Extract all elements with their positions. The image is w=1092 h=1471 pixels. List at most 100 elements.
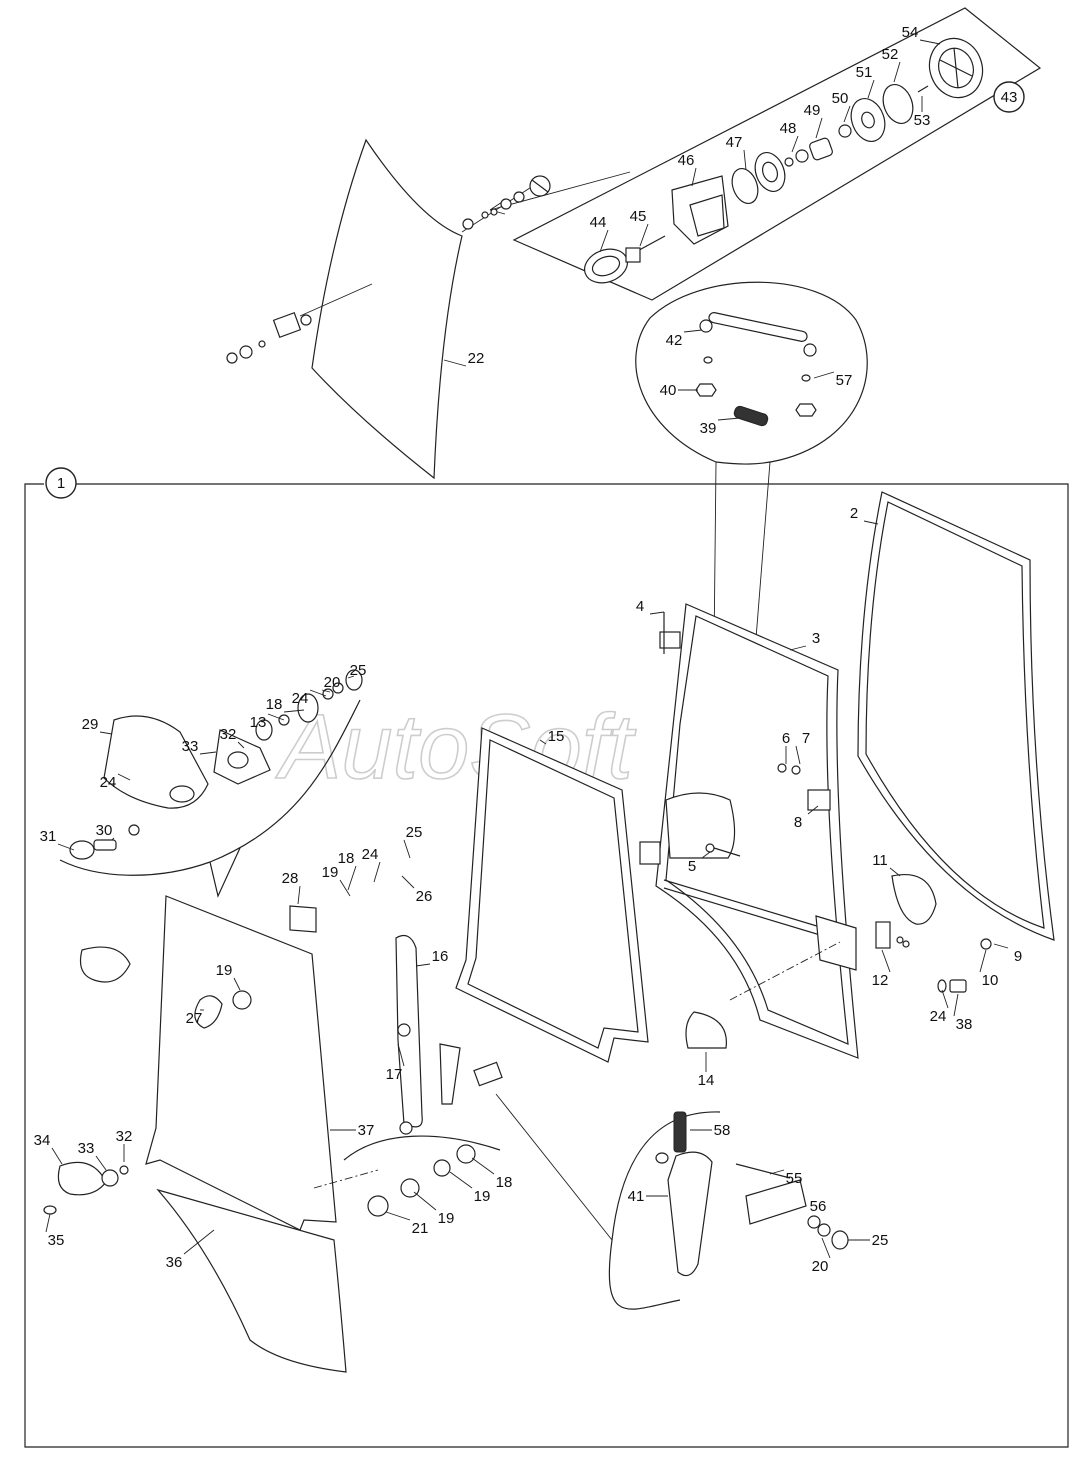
callout-leader-16	[415, 963, 431, 967]
door-panel-37	[43, 895, 347, 1373]
callout-label-24: 24	[930, 1008, 947, 1025]
callout-leader-34	[51, 1147, 63, 1165]
callout-leader-55	[769, 1169, 785, 1175]
callout-leader-46	[691, 167, 697, 187]
callout-label-13: 13	[250, 714, 267, 731]
handle-detail-41	[495, 1093, 849, 1310]
callout-leader-13	[267, 713, 285, 721]
inset-parts	[584, 37, 984, 284]
callout-leader-19	[233, 977, 241, 991]
callout-leader-5	[701, 851, 711, 859]
callout-leader-32	[237, 741, 245, 749]
callout-label-44: 44	[590, 214, 607, 231]
callout-label-19: 19	[474, 1188, 491, 1205]
callout-label-24: 24	[362, 846, 379, 863]
callout-leader-57	[813, 371, 835, 379]
callout-label-3: 3	[812, 630, 820, 647]
callout-leader-19	[449, 1171, 473, 1189]
callout-label-14: 14	[698, 1072, 715, 1089]
callout-leader-45	[639, 223, 649, 247]
callout-label-50: 50	[832, 90, 849, 107]
callout-label-19: 19	[438, 1210, 455, 1227]
inset-panel-43	[512, 7, 1042, 301]
callout-leader-15	[539, 739, 547, 745]
door-panel-15	[455, 727, 649, 1063]
callout-leader-10	[979, 949, 987, 973]
callout-label-46: 46	[678, 152, 695, 169]
callout-leader-11	[889, 867, 901, 877]
inset-pointer	[489, 171, 631, 215]
callout-label-55: 55	[786, 1170, 803, 1187]
callout-leader-22	[443, 359, 467, 367]
callout-label-1: 1	[57, 475, 65, 492]
callout-label-28: 28	[282, 870, 299, 887]
callout-leader-44	[599, 229, 609, 253]
callout-label-57: 57	[836, 372, 853, 389]
callout-label-31: 31	[40, 828, 57, 845]
callout-leader-19	[339, 879, 351, 897]
callout-leader-18	[283, 709, 305, 713]
callout-label-2: 2	[850, 505, 858, 522]
callout-leader-48	[791, 135, 799, 153]
callout-label-32: 32	[220, 726, 237, 743]
callout-leader-17	[397, 1043, 405, 1067]
callout-leader-50	[843, 105, 851, 123]
window-glass-22	[226, 138, 551, 480]
callout-label-56: 56	[810, 1198, 827, 1215]
callout-label-42: 42	[666, 332, 683, 349]
latch-parts-right	[685, 874, 992, 1049]
callout-leader-21	[385, 1211, 411, 1221]
callout-label-25: 25	[350, 662, 367, 679]
callout-label-19: 19	[216, 962, 233, 979]
callout-leader-49	[815, 117, 823, 139]
callout-leader-2	[863, 520, 879, 525]
callout-label-47: 47	[726, 134, 743, 151]
callout-label-20: 20	[812, 1258, 829, 1275]
callout-label-25: 25	[872, 1232, 889, 1249]
callout-leader-8	[807, 805, 819, 815]
callout-label-17: 17	[386, 1066, 403, 1083]
callout-label-40: 40	[660, 382, 677, 399]
callout-label-6: 6	[782, 730, 790, 747]
callout-leader-18	[347, 865, 357, 891]
callout-leader-9	[993, 943, 1009, 949]
callout-leader-20	[821, 1237, 831, 1259]
callout-leader-24	[117, 773, 131, 781]
callout-leader-4	[649, 611, 665, 615]
callout-label-25: 25	[406, 824, 423, 841]
callout-label-33: 33	[182, 738, 199, 755]
callout-label-41: 41	[628, 1188, 645, 1205]
window-frame-2	[857, 491, 1055, 941]
callout-leader-25	[403, 839, 411, 859]
callout-label-5: 5	[688, 858, 696, 875]
callout-label-49: 49	[804, 102, 821, 119]
callout-label-39: 39	[700, 420, 717, 437]
lower-middle-detail	[313, 1135, 501, 1217]
callout-label-53: 53	[914, 112, 931, 129]
assembly-frame	[24, 483, 1069, 1448]
callout-label-48: 48	[780, 120, 797, 137]
callout-label-24: 24	[100, 774, 117, 791]
callout-leader-38	[953, 993, 959, 1017]
callout-label-30: 30	[96, 822, 113, 839]
callout-leader-28	[297, 885, 301, 905]
callout-label-24: 24	[292, 690, 309, 707]
callout-label-10: 10	[982, 972, 999, 989]
callout-label-7: 7	[802, 730, 810, 747]
callout-label-11: 11	[872, 852, 888, 869]
callout-label-36: 36	[166, 1254, 183, 1271]
callout-leader-7	[795, 745, 801, 765]
callout-label-15: 15	[548, 728, 565, 745]
callout-label-21: 21	[412, 1220, 429, 1237]
callout-label-34: 34	[34, 1132, 51, 1149]
callout-leader-19	[413, 1191, 437, 1211]
callout-leader-51	[867, 79, 875, 99]
callout-leader-29	[99, 731, 113, 735]
callout-leader-12	[881, 949, 891, 973]
callout-leader-30	[111, 837, 115, 841]
callout-leader-24	[309, 689, 327, 697]
callout-leader-24	[941, 989, 949, 1009]
callout-label-18: 18	[338, 850, 355, 867]
callout-label-20: 20	[324, 674, 341, 691]
